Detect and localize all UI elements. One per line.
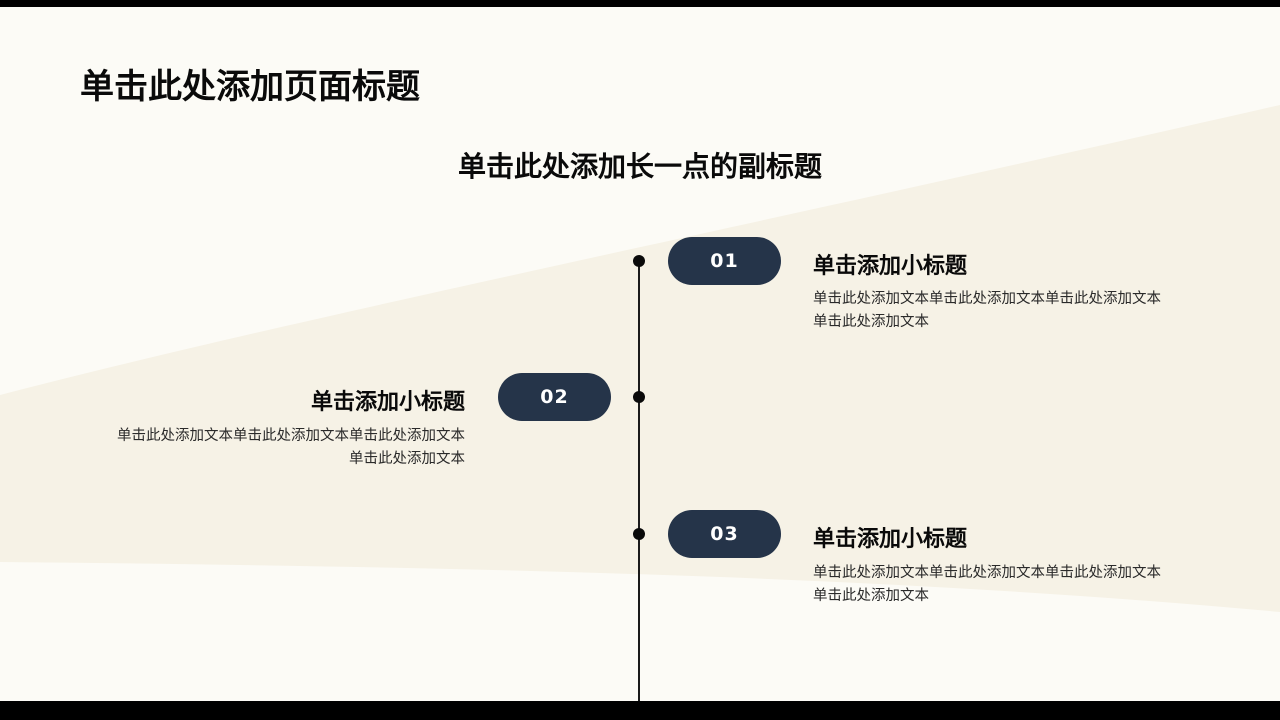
item-text-03-line2: 单击此处添加文本	[813, 588, 929, 604]
step-badge-03[interactable]: 03	[668, 510, 781, 558]
page-title[interactable]: 单击此处添加页面标题	[80, 67, 420, 107]
background-band	[0, 105, 1280, 612]
timeline-dot-01	[633, 255, 645, 267]
timeline-dot-03	[633, 528, 645, 540]
timeline-line	[638, 261, 640, 701]
item-text-01-line1: 单击此处添加文本单击此处添加文本单击此处添加文本	[813, 291, 1161, 307]
item-text-02[interactable]: 单击此处添加文本单击此处添加文本单击此处添加文本 单击此处添加文本	[117, 425, 465, 471]
item-title-03[interactable]: 单击添加小标题	[813, 527, 968, 552]
step-badge-02[interactable]: 02	[498, 373, 611, 421]
item-text-02-line2: 单击此处添加文本	[349, 451, 465, 467]
item-title-02[interactable]: 单击添加小标题	[310, 390, 465, 415]
item-text-01-line2: 单击此处添加文本	[813, 314, 929, 330]
step-badge-01[interactable]: 01	[668, 237, 781, 285]
item-text-03-line1: 单击此处添加文本单击此处添加文本单击此处添加文本	[813, 565, 1161, 581]
item-text-02-line1: 单击此处添加文本单击此处添加文本单击此处添加文本	[117, 428, 465, 444]
item-text-03[interactable]: 单击此处添加文本单击此处添加文本单击此处添加文本 单击此处添加文本	[813, 562, 1161, 608]
subtitle[interactable]: 单击此处添加长一点的副标题	[457, 150, 822, 183]
slide: 单击此处添加页面标题 单击此处添加长一点的副标题 01 单击添加小标题 单击此处…	[0, 7, 1280, 701]
timeline-dot-02	[633, 391, 645, 403]
item-title-01[interactable]: 单击添加小标题	[813, 254, 968, 279]
item-text-01[interactable]: 单击此处添加文本单击此处添加文本单击此处添加文本 单击此处添加文本	[813, 288, 1161, 334]
